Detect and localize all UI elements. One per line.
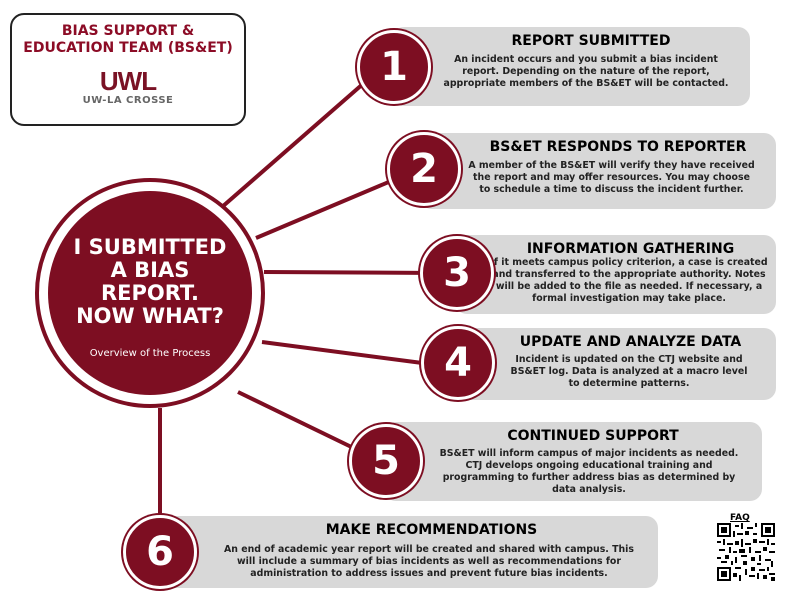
step-number-5: 5 bbox=[349, 424, 423, 498]
step-description: An end of academic year report will be c… bbox=[224, 544, 634, 579]
step-description: An incident occurs and you submit a bias… bbox=[443, 54, 729, 89]
team-name-line1: BIAS SUPPORT & bbox=[61, 23, 195, 39]
step-title: REPORT SUBMITTED bbox=[511, 33, 671, 49]
step-title: BS&ET RESPONDS TO REPORTER bbox=[489, 139, 747, 155]
step-title: CONTINUED SUPPORT bbox=[507, 428, 679, 444]
step-description: Incident is updated on the CTJ website a… bbox=[510, 354, 748, 389]
uwl-subtitle: UW-LA CROSSE bbox=[82, 95, 174, 106]
step-title: INFORMATION GATHERING bbox=[526, 241, 735, 257]
step-description: BS&ET will inform campus of major incide… bbox=[439, 448, 739, 495]
step-number-6: 6 bbox=[123, 515, 197, 589]
connector-line-5 bbox=[237, 390, 371, 458]
step-title: MAKE RECOMMENDATIONS bbox=[325, 522, 538, 538]
center-title: I SUBMITTED A BIAS REPORT. NOW WHAT? bbox=[73, 235, 227, 328]
step-card-2: BS&ET RESPONDS TO REPORTER A member of t… bbox=[420, 133, 776, 209]
step-card-4: UPDATE AND ANALYZE DATA Incident is upda… bbox=[455, 328, 776, 400]
uwl-logo: UWL bbox=[99, 66, 157, 96]
step-description: If it meets campus policy criterion, a c… bbox=[490, 257, 768, 304]
center-circle bbox=[48, 191, 252, 395]
team-logo-box: BIAS SUPPORT & EDUCATION TEAM (BS&ET) UW… bbox=[10, 13, 246, 126]
qr-code-icon[interactable] bbox=[717, 523, 775, 581]
center-subtitle: Overview of the Process bbox=[89, 348, 211, 359]
step-number-4: 4 bbox=[421, 326, 495, 400]
step-number-1: 1 bbox=[357, 30, 431, 104]
step-number-2: 2 bbox=[387, 132, 461, 206]
team-name: BIAS SUPPORT & EDUCATION TEAM (BS&ET) bbox=[12, 23, 244, 57]
step-card-6: MAKE RECOMMENDATIONS An end of academic … bbox=[160, 516, 658, 588]
step-card-1: REPORT SUBMITTED An incident occurs and … bbox=[392, 27, 750, 106]
faq-link[interactable]: FAQ bbox=[730, 513, 750, 523]
connector-line-2 bbox=[255, 171, 411, 240]
team-name-line2: EDUCATION TEAM (BS&ET) bbox=[23, 40, 233, 56]
connector-line-3 bbox=[263, 270, 441, 275]
step-card-5: CONTINUED SUPPORT BS&ET will inform camp… bbox=[384, 422, 762, 501]
step-card-3: INFORMATION GATHERING If it meets campus… bbox=[455, 235, 776, 314]
step-number-3: 3 bbox=[420, 236, 494, 310]
connector-line-1 bbox=[220, 74, 374, 209]
connector-line-4 bbox=[261, 340, 431, 366]
step-title: UPDATE AND ANALYZE DATA bbox=[519, 334, 742, 350]
step-description: A member of the BS&ET will verify they h… bbox=[468, 160, 755, 195]
